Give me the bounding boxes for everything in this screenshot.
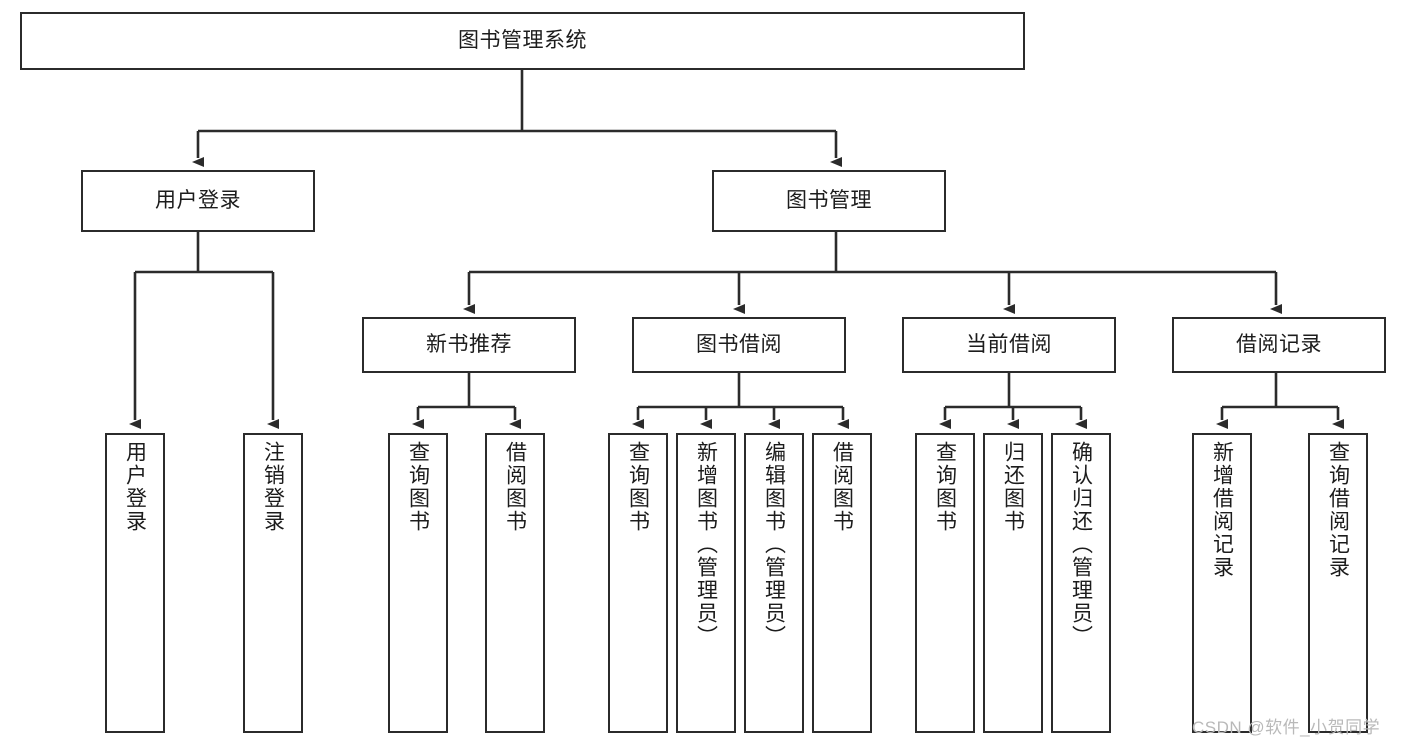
node-leaf-query-book-1-label: 查询图书: [406, 441, 430, 533]
node-leaf-edit-book-label: 编辑图书（管理员）: [762, 441, 786, 648]
node-leaf-return-book-label: 归还图书: [1001, 441, 1025, 533]
node-leaf-user-login-label: 用户登录: [123, 441, 147, 533]
node-leaf-user-logout-label: 注销登录: [261, 441, 285, 533]
node-root-label: 图书管理系统: [458, 28, 587, 52]
node-leaf-confirm-return[interactable]: 确认归还（管理员）: [1051, 433, 1111, 733]
node-leaf-query-book-3[interactable]: 查询图书: [915, 433, 975, 733]
node-new-book-rec-label: 新书推荐: [426, 332, 512, 356]
node-leaf-confirm-return-label: 确认归还（管理员）: [1069, 441, 1093, 648]
node-leaf-query-record[interactable]: 查询借阅记录: [1308, 433, 1368, 733]
node-leaf-borrow-book-2-label: 借阅图书: [830, 441, 854, 533]
node-leaf-add-book-label: 新增图书（管理员）: [694, 441, 718, 648]
node-leaf-user-logout[interactable]: 注销登录: [243, 433, 303, 733]
node-leaf-query-book-2-label: 查询图书: [626, 441, 650, 533]
node-user-login[interactable]: 用户登录: [81, 170, 315, 232]
node-current-borrow-label: 当前借阅: [966, 332, 1052, 356]
node-book-borrow[interactable]: 图书借阅: [632, 317, 846, 373]
node-leaf-return-book[interactable]: 归还图书: [983, 433, 1043, 733]
node-leaf-borrow-book-1-label: 借阅图书: [503, 441, 527, 533]
node-current-borrow[interactable]: 当前借阅: [902, 317, 1116, 373]
node-leaf-add-book[interactable]: 新增图书（管理员）: [676, 433, 736, 733]
node-root[interactable]: 图书管理系统: [20, 12, 1025, 70]
node-leaf-query-book-3-label: 查询图书: [933, 441, 957, 533]
node-leaf-add-record-label: 新增借阅记录: [1210, 441, 1234, 579]
node-book-mgmt[interactable]: 图书管理: [712, 170, 946, 232]
node-leaf-add-record[interactable]: 新增借阅记录: [1192, 433, 1252, 733]
node-leaf-user-login[interactable]: 用户登录: [105, 433, 165, 733]
node-borrow-record-label: 借阅记录: [1236, 332, 1322, 356]
node-leaf-query-book-2[interactable]: 查询图书: [608, 433, 668, 733]
node-leaf-borrow-book-1[interactable]: 借阅图书: [485, 433, 545, 733]
node-leaf-query-book-1[interactable]: 查询图书: [388, 433, 448, 733]
node-leaf-borrow-book-2[interactable]: 借阅图书: [812, 433, 872, 733]
node-new-book-rec[interactable]: 新书推荐: [362, 317, 576, 373]
node-user-login-label: 用户登录: [155, 188, 241, 212]
node-leaf-edit-book[interactable]: 编辑图书（管理员）: [744, 433, 804, 733]
node-borrow-record[interactable]: 借阅记录: [1172, 317, 1386, 373]
node-book-mgmt-label: 图书管理: [786, 188, 872, 212]
node-book-borrow-label: 图书借阅: [696, 332, 782, 356]
node-leaf-query-record-label: 查询借阅记录: [1326, 441, 1350, 579]
